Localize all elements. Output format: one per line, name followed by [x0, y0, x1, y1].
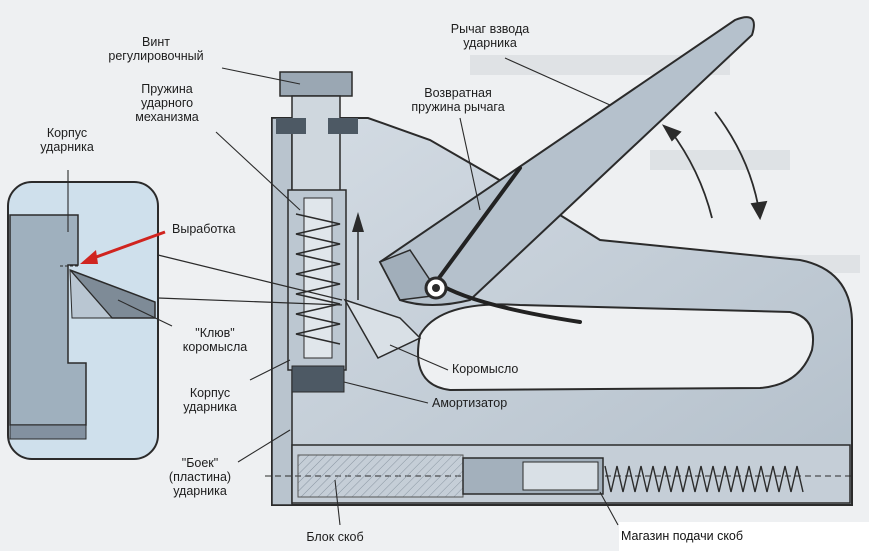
label-impact-spring: Пружина ударного механизма: [135, 82, 199, 124]
lever-pivot: [424, 276, 448, 300]
label-rocker: Коромысло: [452, 362, 519, 376]
motion-arcs: [661, 111, 768, 221]
damper: [291, 365, 345, 393]
adjusting-screw: [276, 71, 358, 197]
staple-block: [297, 454, 464, 498]
label-beak: "Клюв" коромысла: [182, 326, 248, 354]
magazine-spring: [604, 465, 804, 493]
inset-zoom: [7, 181, 159, 460]
label-striker-blade: "Боек" (пластина) ударника: [168, 456, 232, 498]
zoom-guides: [157, 254, 343, 306]
label-damper: Амортизатор: [432, 396, 508, 410]
label-striker-body-top: Корпус ударника: [40, 126, 94, 154]
label-adjust-screw: Винт регулировочный: [108, 35, 204, 63]
label-staple-block: Блок скоб: [306, 530, 364, 544]
label-wear: Выработка: [172, 222, 236, 236]
leader-lines: [67, 57, 619, 526]
label-return-spring: Возвратная пружина рычага: [411, 86, 505, 114]
wear-arrow-icon: [80, 230, 166, 264]
rocker: [343, 298, 422, 359]
magazine-pusher: [462, 457, 604, 495]
striker-column: [287, 189, 347, 371]
impact-spring: [295, 213, 341, 345]
up-arrow-icon: [352, 212, 364, 300]
label-lever: Рычаг взвода ударника: [450, 22, 530, 50]
label-striker-body-bottom: Корпус ударника: [183, 386, 237, 414]
label-magazine: Магазин подачи скоб: [619, 522, 869, 551]
